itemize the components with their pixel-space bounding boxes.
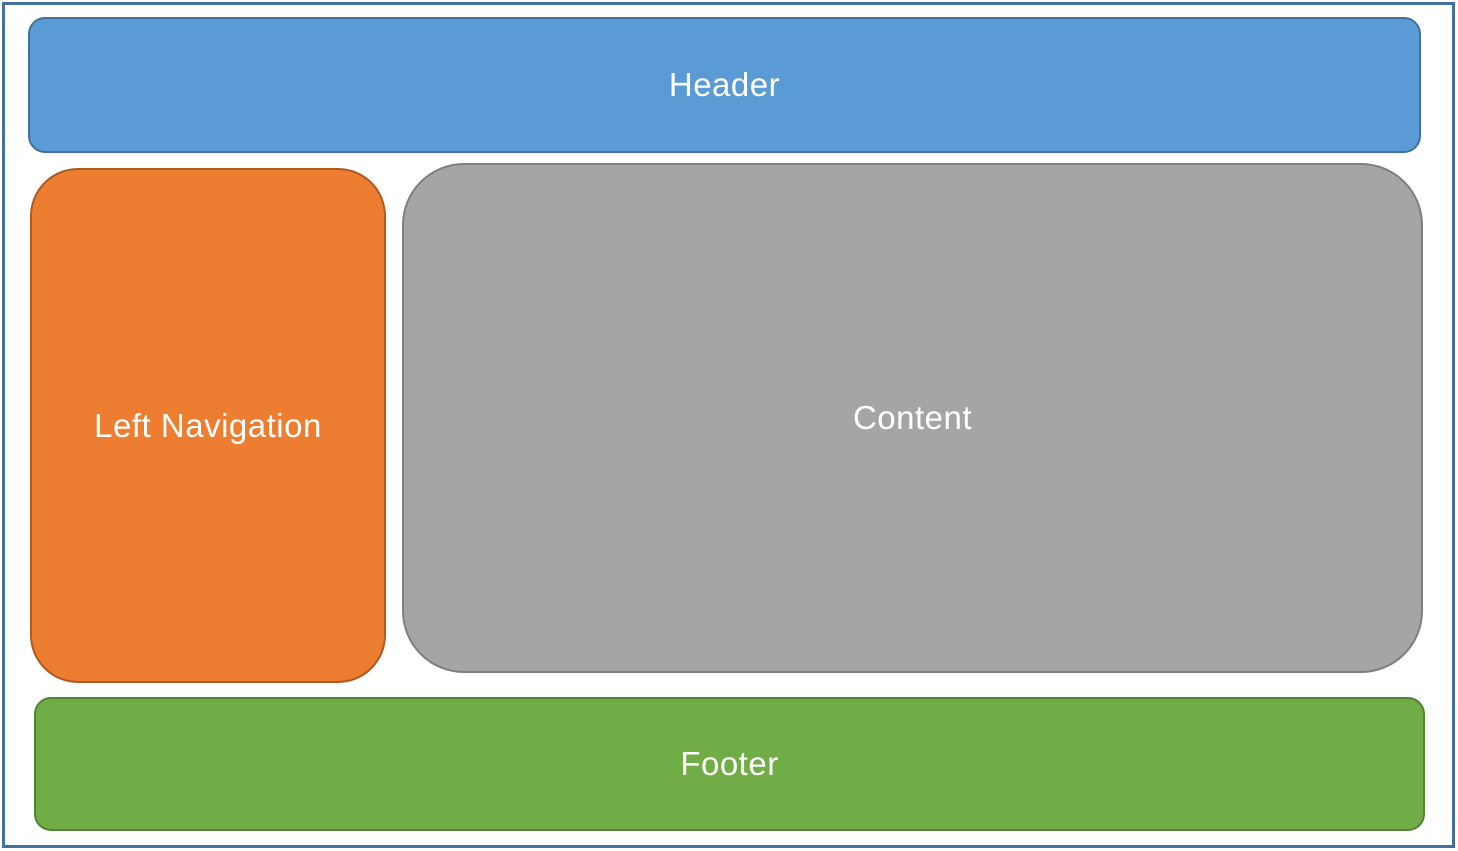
- content-region-label: Content: [852, 399, 973, 436]
- header-region-label: Header: [668, 66, 781, 103]
- left-navigation-region-label: Left Navigation: [94, 406, 322, 444]
- header-region: Header: [28, 17, 1421, 153]
- left-navigation-region: Left Navigation: [30, 168, 386, 683]
- footer-region: Footer: [34, 697, 1425, 831]
- content-region: Content: [402, 163, 1423, 673]
- footer-region-label: Footer: [680, 745, 779, 782]
